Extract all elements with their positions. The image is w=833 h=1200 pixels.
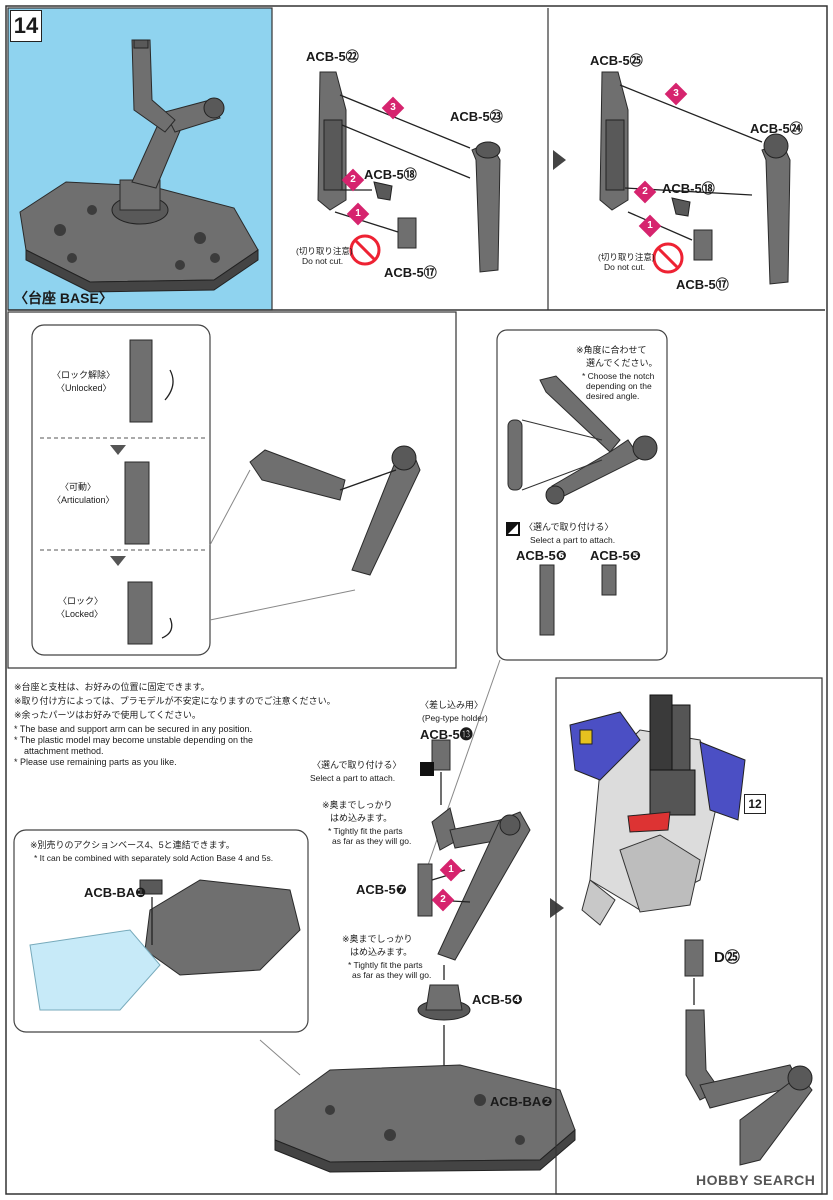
do-not-cut-en-right: Do not cut. [604,262,646,272]
part-label-acb5-23: ACB-5㉓ [450,109,503,124]
tight-fit-2-en-1: * Tightly fit the parts [348,960,423,970]
peg-holder-en: (Peg-type holder) [422,713,488,723]
angle-note-en-1: * Choose the notch [582,371,655,381]
unlocked-label-en: 〈Unlocked〉 [56,383,112,393]
part-label-acb5-25: ACB-5㉕ [590,53,643,68]
select-part-jp-2: 〈選んで取り付ける〉 [312,760,402,770]
tight-fit-1-jp-2: はめ込みます。 [330,813,393,823]
unlocked-label-jp: 〈ロック解除〉 [52,370,116,380]
select-part-en: Select a part to attach. [530,535,616,545]
angle-note-jp-2: 選んでください。 [586,358,658,368]
note-jp-1: ※台座と支柱は、お好みの位置に固定できます。 [14,682,210,692]
step-mark-2-right: 2 [633,180,657,204]
do-not-cut-en-left: Do not cut. [302,256,344,266]
step-number: 14 [10,10,42,42]
base-title: 〈台座 BASE〉 [14,290,113,306]
part-label-acb5-6: ACB-5❻ [516,548,567,563]
step-mark-3-right: 3 [664,82,688,106]
tight-fit-1-en-2: as far as they will go. [332,836,412,846]
articulation-label-jp: 〈可動〉 [60,482,97,492]
step-mark-3-left: 3 [381,96,405,120]
part-label-acb5-17-right: ACB-5⑰ [676,277,729,292]
tight-fit-1-jp-1: ※奥までしっかり [322,800,393,810]
step-mark-2-assembly: 2 [431,888,455,912]
note-jp-2: ※取り付け方によっては、プラモデルが不安定になりますのでご注意ください。 [14,696,336,706]
part-label-acb-ba-2: ACB-BA❷ [490,1094,553,1109]
note-en-3: attachment method. [24,746,104,756]
locked-label-en: 〈Locked〉 [56,609,104,619]
part-label-acb5-13: ACB-5⓭ [420,727,473,742]
step-mark-1-left: 1 [346,202,370,226]
note-jp-3: ※余ったパーツはお好みで使用してください。 [14,710,201,720]
note-en-2: * The plastic model may become unstable … [14,735,253,745]
locked-label-jp: 〈ロック〉 [58,596,104,606]
part-label-d25: D㉕ [714,949,740,966]
part-label-acb5-18-right: ACB-5⑱ [662,181,715,196]
select-part-jp: 〈選んで取り付ける〉 [524,522,614,532]
combine-note-jp: ※別売りのアクションベース4、5と連結できます。 [30,840,235,850]
part-label-acb5-18-left: ACB-5⑱ [364,167,417,182]
articulation-label-en: 〈Articulation〉 [52,495,115,505]
tight-fit-2-en-2: as far as they will go. [352,970,432,980]
step-mark-1-right: 1 [638,214,662,238]
part-label-acb5-4: ACB-5❹ [472,992,523,1007]
do-not-cut-jp-left: (切り取り注意) [296,246,353,256]
angle-note-jp-1: ※角度に合わせて [576,345,647,355]
do-not-cut-jp-right: (切り取り注意) [598,252,655,262]
part-label-acb5-17-left: ACB-5⑰ [384,265,437,280]
watermark: HOBBY SEARCH [696,1172,816,1188]
step-ref-box: 12 [744,794,766,814]
step-mark-2-left: 2 [341,168,365,192]
select-icon [420,762,434,776]
note-en-4: * Please use remaining parts as you like… [14,757,177,767]
select-part-en-2: Select a part to attach. [310,773,396,783]
note-en-1: * The base and support arm can be secure… [14,724,252,734]
part-label-acb5-5: ACB-5❺ [590,548,641,563]
step-mark-1-assembly: 1 [439,858,463,882]
peg-holder-jp: 〈差し込み用〉 [420,700,484,710]
angle-note-en-3: desired angle. [586,391,640,401]
part-label-acb5-7: ACB-5❼ [356,882,407,897]
tight-fit-2-jp-2: はめ込みます。 [350,947,413,957]
part-label-acb-ba-1: ACB-BA❶ [84,885,147,900]
combine-note-en: * It can be combined with separately sol… [34,853,274,863]
part-label-acb5-22: ACB-5㉒ [306,49,359,64]
tight-fit-1-en-1: * Tightly fit the parts [328,826,403,836]
part-label-acb5-24: ACB-5㉔ [750,121,803,136]
tight-fit-2-jp-1: ※奥までしっかり [342,934,413,944]
angle-note-en-2: depending on the [586,381,652,391]
